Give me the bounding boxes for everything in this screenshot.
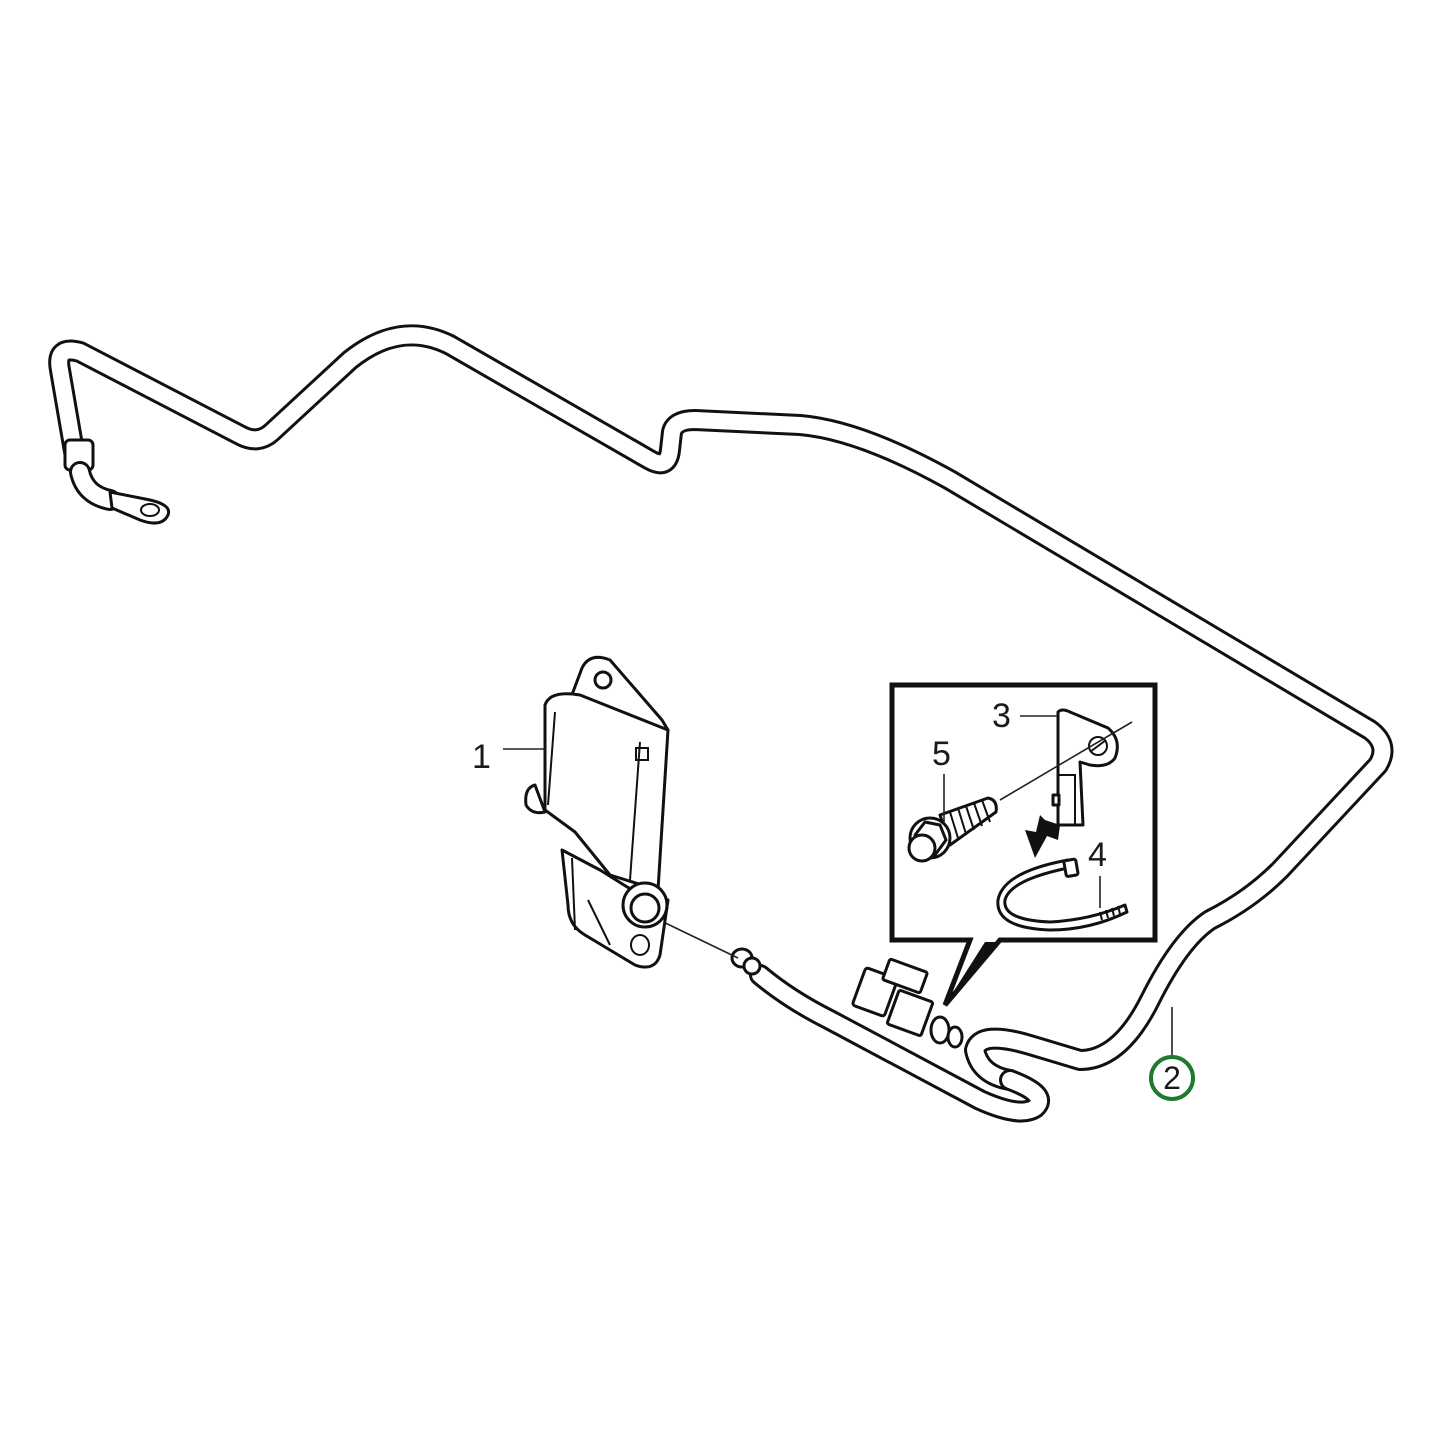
callout-4-label: 4 — [1088, 836, 1107, 874]
callout-4[interactable]: 4 — [1088, 836, 1107, 908]
callout-5-label: 5 — [932, 735, 951, 773]
ring-terminal — [108, 490, 171, 525]
harness-connector — [851, 957, 964, 1049]
selected-callout-ring — [1149, 1055, 1195, 1101]
callout-2-label: 2 — [1163, 1060, 1181, 1096]
arrow-icon — [1025, 815, 1060, 858]
flange-bolt[interactable] — [907, 796, 998, 863]
callout-5[interactable]: 5 — [932, 735, 951, 822]
callout-3-label: 3 — [992, 697, 1011, 735]
cable-harness[interactable] — [48, 324, 1394, 1123]
cable-tie[interactable] — [996, 857, 1129, 932]
cable-end-fitting — [730, 947, 762, 976]
callout-1-label: 1 — [472, 738, 491, 776]
callout-1[interactable]: 1 — [472, 738, 545, 776]
callout-2[interactable]: 2 — [1149, 1007, 1195, 1101]
sensor-unit[interactable] — [524, 655, 670, 969]
callout-3[interactable]: 3 — [992, 697, 1058, 735]
